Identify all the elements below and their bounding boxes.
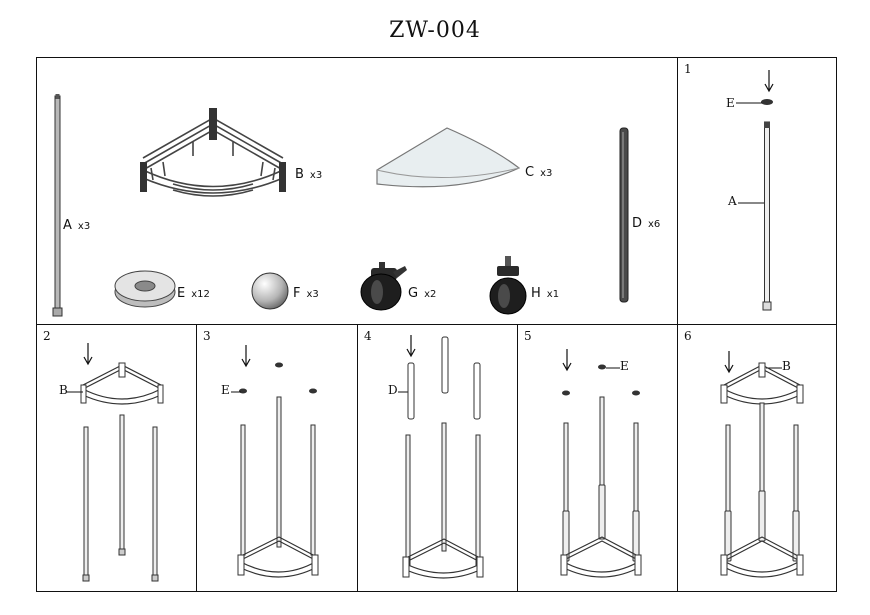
step-1-panel: 1 E A bbox=[677, 57, 837, 325]
step-3-number: 3 bbox=[203, 329, 211, 343]
step-2-callout-b: B bbox=[59, 383, 68, 397]
step-5-panel: 5 E bbox=[517, 324, 678, 592]
step-1-rod bbox=[762, 121, 772, 311]
step-4-number: 4 bbox=[364, 329, 372, 343]
step-2-basket bbox=[80, 362, 164, 405]
step-6-panel: 6 B bbox=[677, 324, 837, 592]
step-1-callout-a: A bbox=[728, 194, 737, 208]
callout-line bbox=[736, 102, 762, 104]
step-6-number: 6 bbox=[684, 329, 692, 343]
callout-line bbox=[67, 391, 83, 393]
callout-line bbox=[738, 202, 764, 204]
step-3-assembly bbox=[237, 396, 319, 578]
step-2-number: 2 bbox=[43, 329, 51, 343]
step-5-assembly bbox=[560, 396, 642, 578]
arrow-down-icon bbox=[241, 345, 251, 368]
step-1-callout-e: E bbox=[726, 96, 735, 110]
step-3-callout-e: E bbox=[221, 383, 230, 397]
part-d-rod bbox=[619, 127, 629, 303]
step-6-assembly bbox=[720, 362, 804, 578]
step-4-assembly bbox=[402, 422, 484, 579]
arrow-down-icon bbox=[724, 351, 734, 374]
step-1-washer bbox=[761, 99, 773, 105]
step-2-panel: 2 B bbox=[36, 324, 197, 592]
step-3-washers bbox=[239, 362, 317, 394]
part-f-ball bbox=[251, 272, 289, 310]
callout-line bbox=[606, 367, 620, 369]
step-6-callout-b: B bbox=[782, 359, 791, 373]
step-4-panel: 4 D bbox=[357, 324, 518, 592]
callout-line bbox=[398, 391, 408, 393]
part-h-caster bbox=[489, 256, 527, 315]
part-a-rod bbox=[52, 94, 63, 317]
step-5-number: 5 bbox=[524, 329, 532, 343]
step-1-number: 1 bbox=[684, 62, 692, 76]
part-e-washer bbox=[114, 270, 176, 308]
arrow-down-icon bbox=[562, 349, 572, 372]
step-5-callout-e: E bbox=[620, 359, 629, 373]
step-2-rods bbox=[82, 414, 159, 582]
step-4-tubes bbox=[407, 336, 481, 420]
part-b-basket bbox=[140, 108, 286, 197]
step-5-washers bbox=[562, 364, 640, 396]
arrow-down-icon bbox=[406, 335, 416, 358]
step-4-callout-d: D bbox=[388, 383, 398, 397]
part-c-glass-shelf bbox=[376, 127, 521, 188]
diagram-title: ZW-004 bbox=[389, 18, 481, 43]
arrow-down-icon bbox=[83, 343, 93, 366]
arrow-down-icon bbox=[764, 70, 774, 93]
part-g-caster bbox=[360, 262, 407, 311]
callout-line bbox=[231, 391, 241, 393]
step-3-panel: 3 E bbox=[196, 324, 358, 592]
